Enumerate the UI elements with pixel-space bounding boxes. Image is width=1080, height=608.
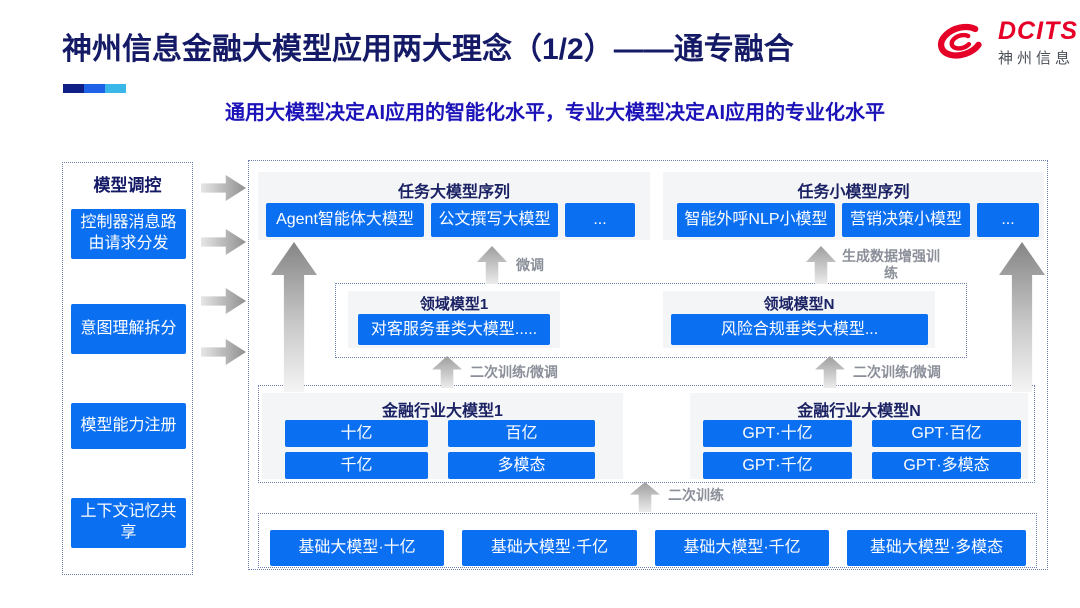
node-multimodal: 多模态 [448, 452, 595, 479]
logo-brand-text: DCITS [998, 17, 1078, 46]
node-more-large-models: ... [565, 203, 635, 237]
secondary-training-finetune-label-right: 二次训练/微调 [853, 364, 941, 380]
slide-subtitle: 通用大模型决定AI应用的智能化水平，专业大模型决定AI应用的专业化水平 [225, 102, 885, 124]
flow-arrow-right-3 [201, 288, 246, 314]
domain-models-container [335, 283, 967, 358]
node-agent-large-model: Agent智能体大模型 [266, 203, 424, 237]
node-gpt-10b: GPT·十亿 [703, 420, 852, 447]
secondary-training-finetune-label-left: 二次训练/微调 [470, 364, 558, 380]
domain-model-1-title: 领域模型1 [419, 296, 489, 313]
node-base-model-1000b-b: 基础大模型·千亿 [655, 530, 829, 566]
model-architecture-container [248, 160, 1048, 570]
task-small-series-title: 任务小模型序列 [797, 184, 910, 201]
node-gpt-1000b: GPT·千亿 [703, 452, 852, 479]
industry-model-1-title: 金融行业大模型1 [382, 403, 503, 420]
fine-tune-label: 微调 [516, 257, 544, 273]
flow-arrow-right-2 [201, 229, 246, 255]
node-more-small-models: ... [977, 203, 1039, 237]
task-large-series-title: 任务大模型序列 [397, 184, 510, 201]
augmented-training-label: 生成数据增强训练 [842, 248, 940, 281]
base-models-container [258, 513, 1037, 568]
model-control-panel: 模型调控 控制器消息路由请求分发 意图理解拆分 模型能力注册 上下文记忆共享 [62, 162, 193, 575]
node-base-model-1000b-a: 基础大模型·千亿 [462, 530, 637, 566]
sidebar-item-controller-routing: 控制器消息路由请求分发 [71, 209, 186, 259]
node-1000b: 千亿 [285, 452, 428, 479]
industry-models-container [258, 385, 1035, 483]
dcits-logo: DCITS 神州信息 [932, 18, 1078, 68]
secondary-training-label: 二次训练 [668, 487, 724, 503]
node-marketing-small-model: 营销决策小模型 [842, 203, 970, 237]
sidebar-item-capability-register: 模型能力注册 [71, 403, 186, 449]
sidebar-item-intent-parsing: 意图理解拆分 [71, 304, 186, 354]
dcits-swirl-icon [937, 23, 982, 59]
node-base-model-10b: 基础大模型·十亿 [270, 530, 444, 566]
node-base-model-multimodal: 基础大模型·多模态 [847, 530, 1026, 566]
title-accent-bar [63, 84, 126, 93]
flow-arrow-right-4 [201, 339, 246, 365]
model-control-title: 模型调控 [93, 176, 162, 195]
node-document-large-model: 公文撰写大模型 [431, 203, 558, 237]
node-customer-service-vertical-model: 对客服务垂类大模型..... [358, 314, 550, 345]
node-risk-compliance-vertical-model: 风险合规垂类大模型... [671, 314, 928, 345]
node-100b: 百亿 [448, 420, 595, 447]
page-title: 神州信息金融大模型应用两大理念（1/2）——通专融合 [62, 33, 794, 66]
sidebar-item-context-memory: 上下文记忆共享 [71, 498, 186, 548]
logo-brand-cn: 神州信息 [998, 49, 1075, 67]
node-gpt-100b: GPT·百亿 [872, 420, 1021, 447]
node-nlp-callout-small-model: 智能外呼NLP小模型 [677, 203, 835, 237]
flow-arrow-right-1 [201, 175, 246, 201]
node-10b: 十亿 [285, 420, 428, 447]
industry-model-n-title: 金融行业大模型N [797, 403, 921, 420]
node-gpt-multimodal: GPT·多模态 [872, 452, 1021, 479]
domain-model-n-title: 领域模型N [763, 296, 835, 313]
